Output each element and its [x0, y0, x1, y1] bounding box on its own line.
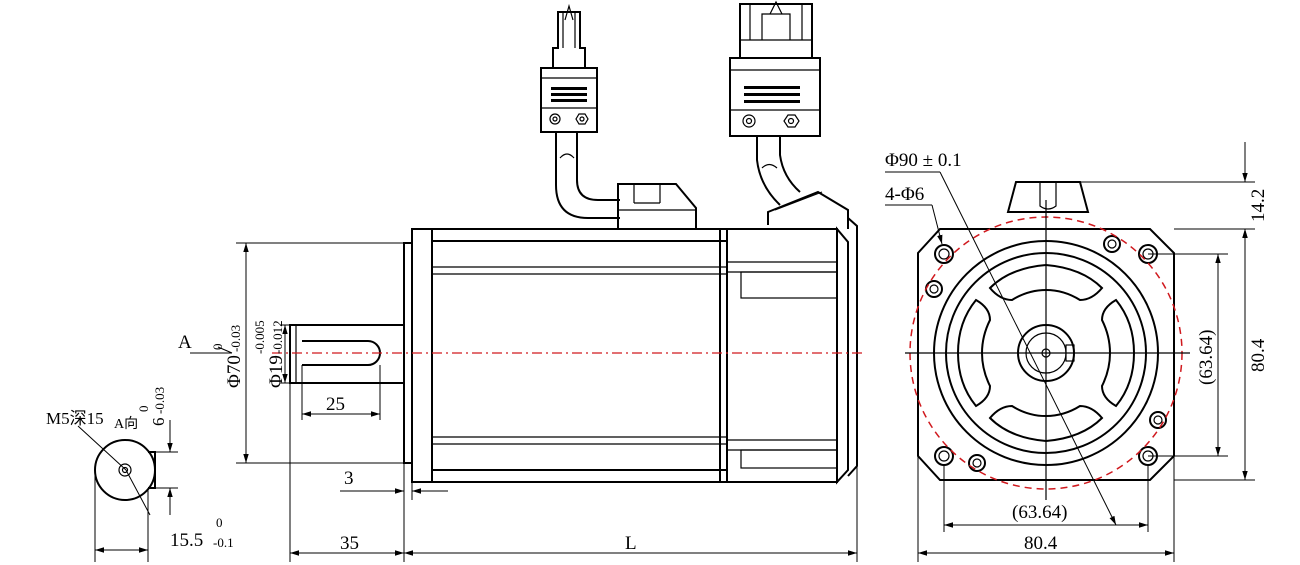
shaft-tol-lower: -0.012 — [270, 320, 285, 354]
shaft-length-label: 35 — [340, 533, 359, 554]
shaft-diameter-label: Φ19 — [266, 355, 287, 388]
motor-front-view — [905, 171, 1190, 526]
key-depth-tol-lower: -0.1 — [213, 535, 234, 550]
motor-side-view — [272, 217, 865, 485]
pilot-tol-lower: -0.03 — [228, 325, 243, 352]
pilot-tol-upper: 0 — [210, 344, 225, 351]
hole-spacing-h-label: (63.64) — [1012, 502, 1067, 523]
encoder-connector — [540, 3, 697, 229]
side-view-dimensions — [190, 242, 858, 562]
key-depth-label: 15.5 — [170, 530, 203, 551]
view-a-label: A — [178, 332, 192, 353]
hole-spacing-v-label: (63.64) — [1196, 330, 1217, 385]
bolt-circle-label: Φ90 ± 0.1 — [885, 150, 962, 171]
power-connector — [729, 0, 849, 229]
key-width-tol-lower: -0.03 — [152, 387, 167, 414]
front-view-dimensions — [885, 142, 1255, 562]
key-length-label: 25 — [326, 394, 345, 415]
a-view-label: A向 — [114, 416, 138, 432]
thread-spec-label: M5深15 — [46, 409, 104, 428]
key-width-label: 6 — [149, 418, 168, 427]
body-length-label: L — [625, 533, 637, 554]
shaft-tol-upper: -0.005 — [252, 320, 267, 354]
shaft-end-detail — [77, 420, 178, 562]
dimension-labels: A Φ70 0 -0.03 Φ19 -0.005 -0.012 25 3 35 … — [46, 150, 1269, 554]
key-offset-label: 14.2 — [1248, 189, 1269, 222]
key-depth-tol-upper: 0 — [216, 515, 223, 530]
pilot-depth-label: 3 — [344, 468, 354, 489]
flange-square-v-label: 80.4 — [1248, 338, 1269, 372]
key-width-tol-upper: 0 — [136, 406, 151, 413]
flange-square-h-label: 80.4 — [1024, 533, 1058, 554]
pilot-diameter-label: Φ70 — [224, 355, 245, 388]
mounting-holes-label: 4-Φ6 — [885, 184, 924, 205]
